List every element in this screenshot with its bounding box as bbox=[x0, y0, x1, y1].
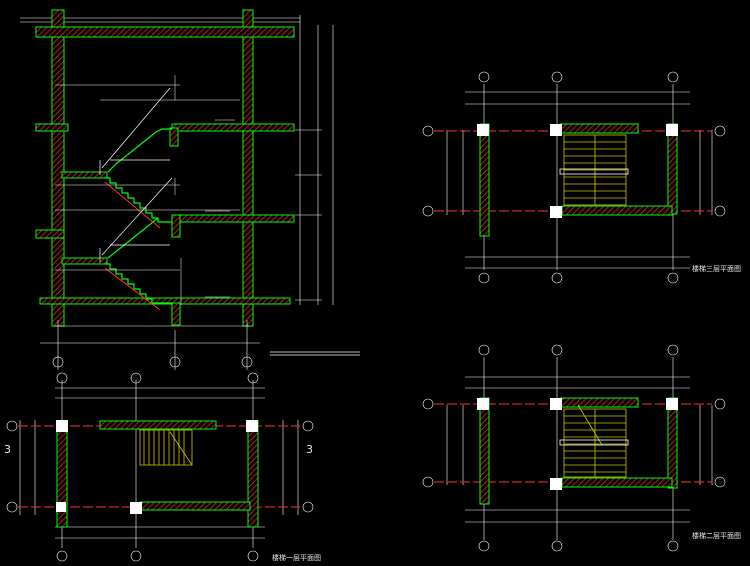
plan-2-title: 楼梯二层平面图 bbox=[692, 532, 741, 540]
plan-1-title: 楼梯一层平面图 bbox=[272, 554, 321, 562]
section-mark-left: 3 bbox=[4, 443, 11, 456]
plan-3-title: 楼梯三层平面图 bbox=[692, 265, 741, 273]
section-mark-right: 3 bbox=[306, 443, 313, 456]
stair-section-view bbox=[20, 9, 360, 370]
plan-floor-3 bbox=[422, 71, 726, 284]
plan-floor-1 bbox=[6, 372, 314, 562]
plan-floor-2 bbox=[422, 344, 726, 552]
